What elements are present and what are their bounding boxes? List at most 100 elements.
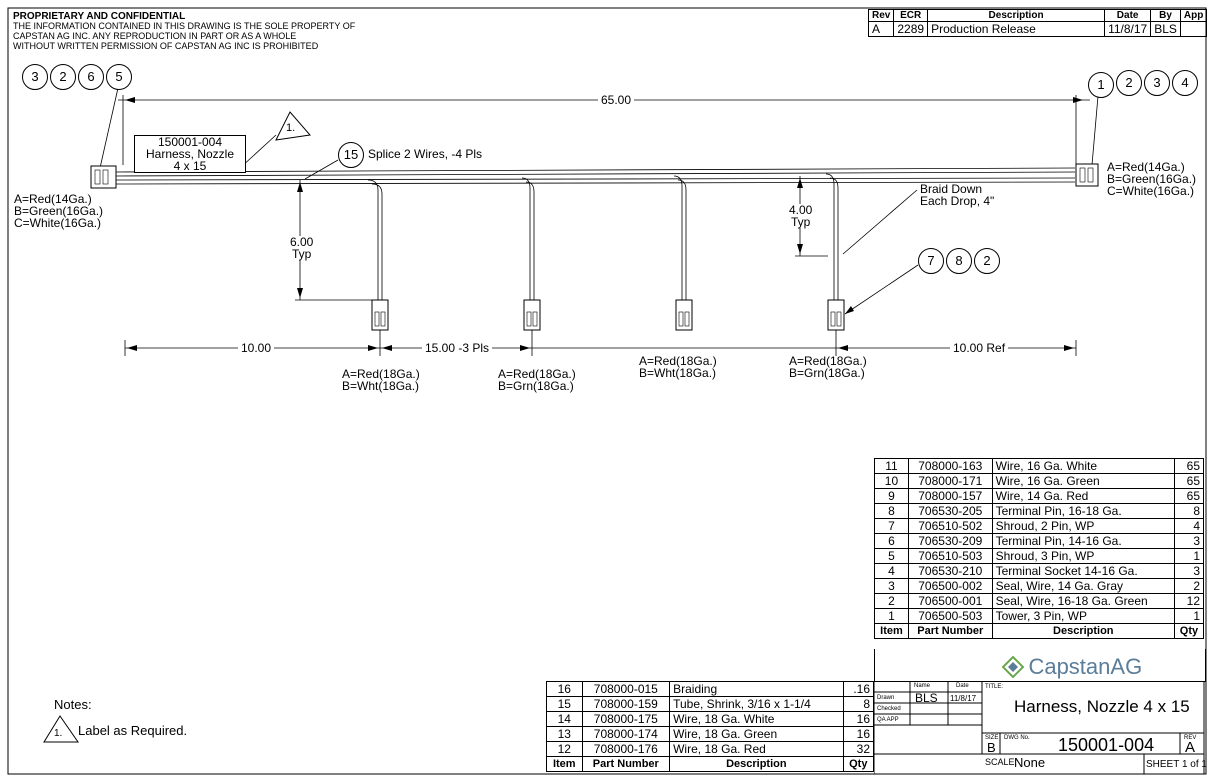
flag-note-number: 1. [286,122,296,134]
dwg-no-label: DWG No. [1004,735,1030,741]
bom-part-cell: 706500-503 [907,608,993,624]
bom-item-cell: 5 [874,548,909,564]
bom-header-row: Item Part Number Description Qty [546,756,875,772]
trunk-wire-b [115,171,1076,177]
splice-note: Splice 2 Wires, -4 Pls [368,147,483,161]
ecr-header: ECR [893,9,929,22]
bom-qty-cell: 12 [1173,593,1205,609]
bom-item-cell: 16 [546,681,583,697]
bom-part-cell: 708000-015 [581,681,671,697]
bom-item-cell: 13 [546,726,583,742]
bom-part-cell: 706530-209 [907,533,993,549]
logo-text: CapstanAG [1028,654,1143,679]
rev-app-header: App [1179,9,1208,22]
rev-date-header: Date [1104,9,1152,22]
checked-label: Checked [877,706,901,712]
bom-item-cell: 15 [546,696,583,712]
bom-qty-cell: 2 [1173,578,1205,594]
sheet-size: B [987,740,996,755]
bom-desc-cell: Terminal Pin, 14-16 Ga. [991,533,1175,549]
bom-qty-cell: 1 [1173,608,1205,624]
bom-desc-cell: Wire, 14 Ga. Red [991,488,1175,504]
bom-qty-cell: .16 [842,681,875,697]
harness-label-box: 150001-004 Harness, Nozzle 4 x 15 [134,135,246,173]
dimension-qualifier: Typ [791,215,811,229]
flag-note-triangle [275,111,311,141]
bom-part-cell: 706530-210 [907,563,993,579]
bom-desc-cell: Shroud, 3 Pin, WP [991,548,1175,564]
bom-qty-cell: 32 [842,741,875,757]
bom-item-cell: 9 [874,488,909,504]
bom-qty-cell: 16 [842,711,875,727]
trunk-wire-d [115,181,1076,185]
bom-item-cell: 11 [874,458,909,474]
dimension-qualifier: Typ [292,247,312,261]
title-label: TITLE: [985,684,1004,690]
bom-qty-cell: 3 [1173,563,1205,579]
bom-item-cell: 7 [874,518,909,534]
bom-item-cell: 2 [874,593,909,609]
bom-desc-cell: Wire, 18 Ga. White [669,711,844,727]
drawn-by: BLS [915,691,938,705]
confidential-line-3: WITHOUT WRITTEN PERMISSION OF CAPSTAN AG… [13,41,319,51]
bom-item-cell: 1 [874,608,909,624]
bom-desc-cell: Wire, 18 Ga. Green [669,726,844,742]
drop-pinout-2: A=Red(18Ga.) B=Grn(18Ga.) [498,367,576,393]
bom-header-row: Item Part Number Description Qty [874,623,1205,639]
notes-title: Notes: [54,697,92,712]
bom-desc-cell: Braiding [669,681,844,697]
balloon-item: 3 [1144,70,1170,96]
bom-desc-cell: Terminal Socket 14-16 Ga. [991,563,1175,579]
bom-desc-cell: Tower, 3 Pin, WP [991,608,1175,624]
bom-item-cell: 4 [874,563,909,579]
bom-desc-cell: Wire, 16 Ga. Green [991,473,1175,489]
revision-row: A 2289 Production Release 11/8/17 BLS [867,21,1208,37]
bom-item-cell: 6 [874,533,909,549]
braid-height-dimension: 4.00 Typ [789,203,813,229]
drawing-number: 150001-004 [1058,735,1155,755]
size-label: SIZE [985,735,999,741]
bom-part-cell: 708000-159 [581,696,671,712]
bom-qty-cell: 1 [1173,548,1205,564]
dim-right: 10.00 Ref [950,342,1009,354]
label-box-line: Harness, Nozzle [145,147,235,161]
braid-note: Braid Down Each Drop, 4" [920,182,995,208]
balloon-item: 2 [50,64,76,90]
bom-item-cell: 14 [546,711,583,727]
drop-pinout-4: A=Red(18Ga.) B=Grn(18Ga.) [789,354,867,380]
right-connector-pinout: A=Red(14Ga.) B=Green(16Ga.) C=White(16Ga… [1107,160,1197,198]
drawing-title: Harness, Nozzle 4 x 15 [1014,697,1190,716]
bom-qty-cell: 65 [1173,458,1205,474]
bom-item-cell: 12 [546,741,583,757]
dimension-value: 4.00 [789,203,813,217]
label-box-line: 4 x 15 [173,159,207,173]
bom-desc-cell: Shroud, 2 Pin, WP [991,518,1175,534]
bom-part-cell: 706530-205 [907,503,993,519]
rev-description-header: Description [927,9,1106,22]
bom-part-cell: 708000-171 [907,473,993,489]
bom-part-cell: 708000-176 [581,741,671,757]
dim-spacing: 15.00 -3 Pls [422,342,493,354]
rev-header: Rev [867,9,895,22]
bom-part-cell: 706500-002 [907,578,993,594]
balloon-item: 1 [1088,72,1114,98]
bom-desc-cell: Wire, 18 Ga. Red [669,741,844,757]
rev-by-header: By [1150,9,1181,22]
right-connector-shape [1075,163,1099,187]
bom-part-cell: 708000-175 [581,711,671,727]
bom-qty-cell: 8 [1173,503,1205,519]
